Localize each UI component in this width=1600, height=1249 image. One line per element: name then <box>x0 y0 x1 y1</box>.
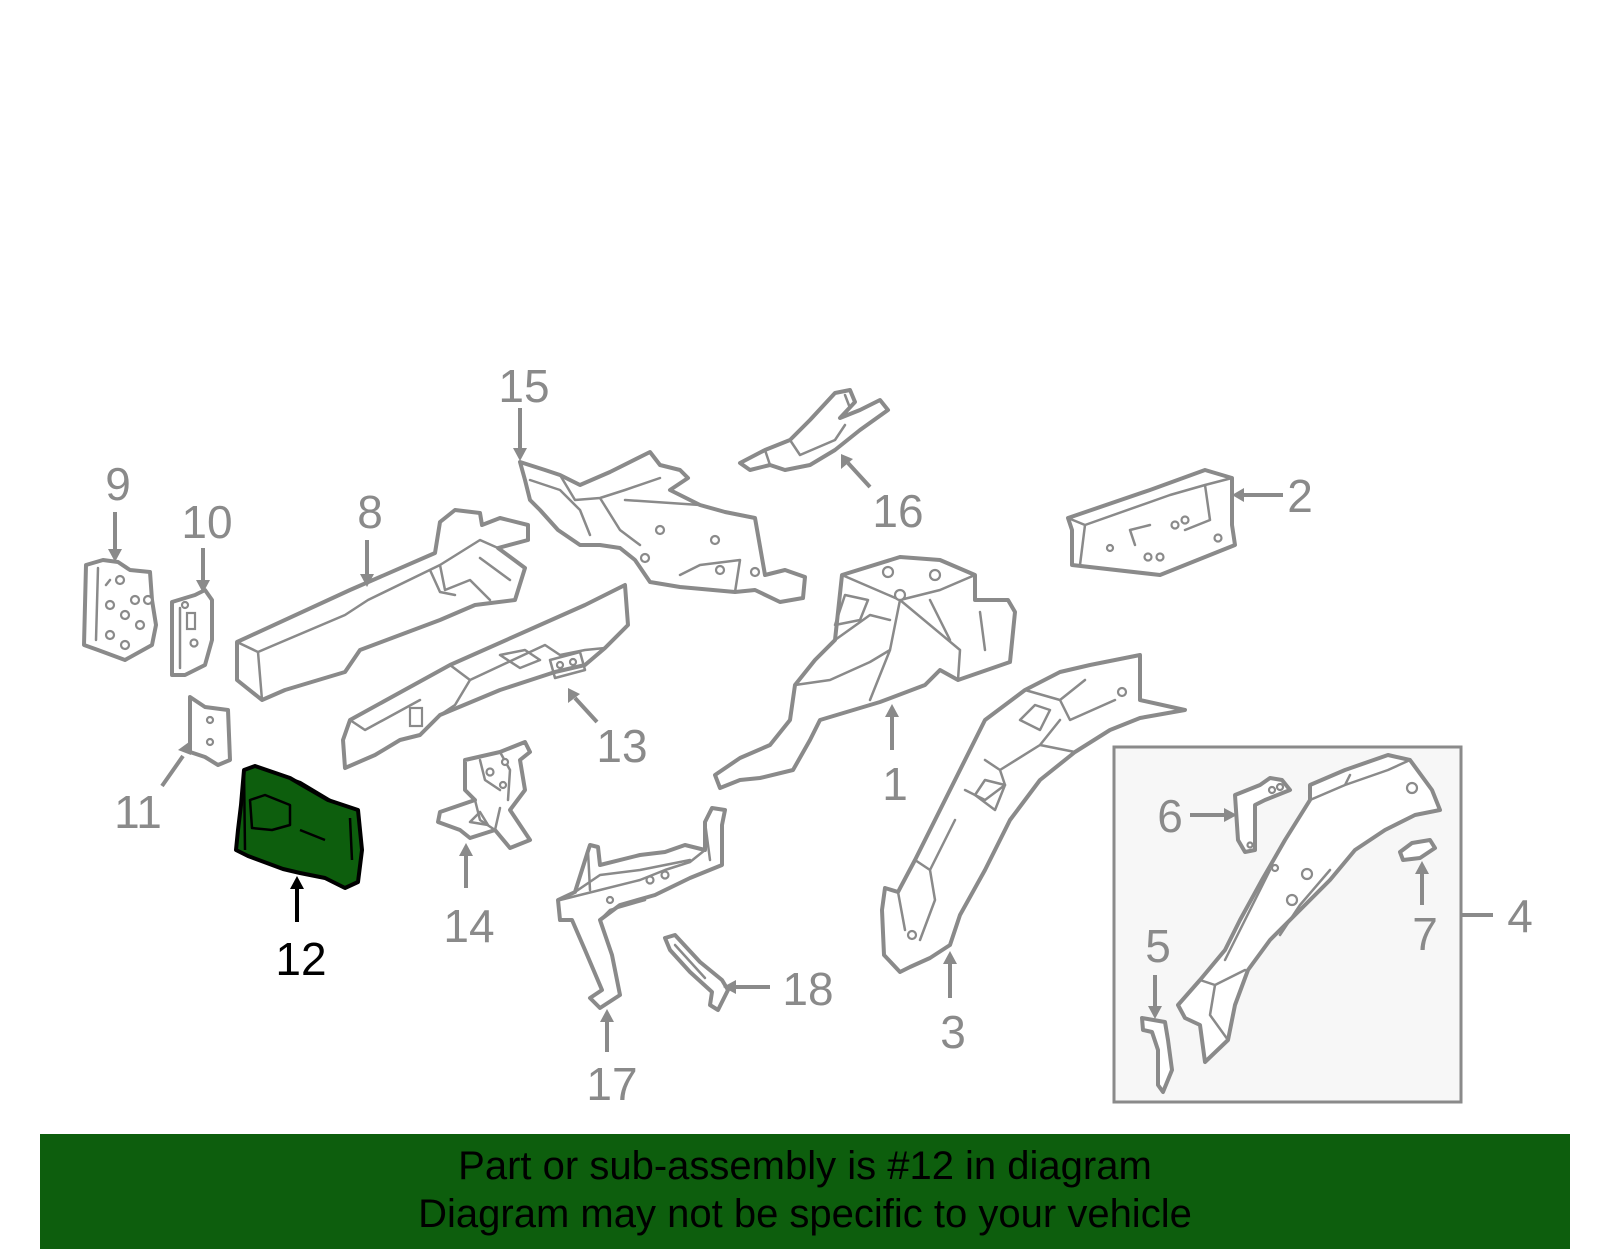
arrowhead-12 <box>290 876 304 889</box>
part-4[interactable] <box>1176 753 1442 1064</box>
arrowhead-13 <box>568 688 580 703</box>
info-banner: Part or sub-assembly is #12 in diagram D… <box>40 1134 1570 1249</box>
arrowhead-17 <box>600 1009 614 1022</box>
part-14[interactable] <box>436 740 532 850</box>
arrowhead-16 <box>841 454 853 469</box>
part-15[interactable] <box>518 450 807 604</box>
part-10[interactable] <box>170 588 214 677</box>
callout-17[interactable]: 17 <box>586 1058 637 1110</box>
part-7[interactable] <box>1398 838 1437 862</box>
banner-line-2: Diagram may not be specific to your vehi… <box>418 1192 1192 1236</box>
callout-11[interactable]: 11 <box>114 786 162 838</box>
callout-8[interactable]: 8 <box>357 486 383 538</box>
part-13[interactable] <box>341 583 630 770</box>
callout-13[interactable]: 13 <box>596 720 647 772</box>
arrowhead-14 <box>459 843 473 856</box>
callout-12[interactable]: 12 <box>275 933 326 985</box>
arrowhead-6 <box>1224 808 1237 822</box>
arrowhead-8 <box>360 574 374 587</box>
leader-13 <box>573 696 599 724</box>
part-6[interactable] <box>1233 776 1292 854</box>
callout-3[interactable]: 3 <box>940 1006 966 1058</box>
arrowhead-2 <box>1232 488 1244 502</box>
arrowhead-11 <box>178 742 191 755</box>
callout-5[interactable]: 5 <box>1145 920 1171 972</box>
part-3[interactable] <box>880 653 1187 974</box>
part-16[interactable] <box>738 388 890 472</box>
arrowhead-3 <box>943 951 957 964</box>
arrowhead-1 <box>885 704 899 717</box>
arrowhead-18 <box>723 980 736 994</box>
callout-6[interactable]: 6 <box>1157 790 1183 842</box>
parts-diagram: 9 10 11 8 13 15 <box>82 360 1533 1110</box>
callout-16[interactable]: 16 <box>872 485 923 537</box>
arrowhead-10 <box>196 580 210 593</box>
callout-4[interactable]: 4 <box>1507 890 1533 942</box>
callout-7[interactable]: 7 <box>1412 908 1438 960</box>
part-1[interactable] <box>713 555 1017 790</box>
part-18[interactable] <box>663 933 730 1012</box>
part-8[interactable] <box>235 508 530 702</box>
part-5[interactable] <box>1140 1016 1174 1094</box>
part-11[interactable] <box>188 695 232 767</box>
arrowhead-7 <box>1415 861 1429 874</box>
arrowhead-5 <box>1148 1006 1162 1019</box>
part-12[interactable] <box>234 764 364 890</box>
callout-1[interactable]: 1 <box>882 758 908 810</box>
leader-16 <box>846 461 872 489</box>
callout-18[interactable]: 18 <box>782 963 833 1015</box>
callout-10[interactable]: 10 <box>181 496 232 548</box>
banner-line-1: Part or sub-assembly is #12 in diagram <box>458 1144 1152 1188</box>
callout-9[interactable]: 9 <box>105 458 131 510</box>
arrowhead-15 <box>513 448 527 461</box>
leader-11 <box>160 754 185 788</box>
callout-14[interactable]: 14 <box>443 900 494 952</box>
part-2[interactable] <box>1066 468 1237 577</box>
callout-2[interactable]: 2 <box>1287 470 1313 522</box>
callout-15[interactable]: 15 <box>498 360 549 412</box>
part-9[interactable] <box>82 558 158 662</box>
arrowhead-9 <box>108 549 122 562</box>
part-17[interactable] <box>556 806 727 1010</box>
